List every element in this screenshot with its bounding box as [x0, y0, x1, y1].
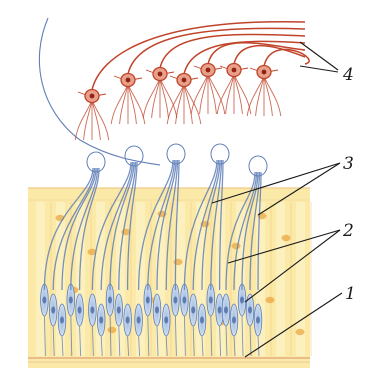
receptor-nucleus [224, 307, 228, 314]
neuron-nucleus [232, 68, 237, 73]
neuron-nucleus [90, 94, 95, 99]
dendrite [176, 84, 184, 124]
label-4: 4 [342, 65, 354, 85]
receptor-nucleus [108, 297, 112, 304]
neuron-nucleus [182, 78, 187, 83]
pyramidal-neuron-icon [143, 68, 177, 119]
receptor-nucleus [200, 317, 204, 324]
axon [264, 49, 309, 66]
dendrite [167, 84, 184, 124]
dendrite [160, 78, 177, 118]
pyramidal-neuron-icon [111, 74, 145, 125]
pyramidal-neuron-icon [75, 90, 109, 141]
pyramidal-neuron-icon [217, 64, 251, 115]
tissue-nucleus [232, 243, 241, 249]
pyramidal-neuron-icon [247, 66, 281, 117]
dendrite [234, 74, 251, 114]
dendrite [264, 76, 272, 116]
receptor-nucleus [191, 307, 195, 314]
dendrite [234, 74, 242, 114]
dendrite [256, 76, 264, 116]
tissue-nucleus [296, 329, 305, 335]
dendrite [92, 100, 100, 140]
receptor-nucleus [60, 317, 64, 324]
receptor-nucleus [155, 307, 159, 314]
tissue-nucleus [266, 297, 275, 303]
dendrite [191, 74, 208, 114]
dendrite [217, 74, 234, 114]
receptor-nucleus [256, 317, 260, 324]
dendrite [226, 74, 234, 114]
tissue-nucleus [174, 259, 183, 265]
receptor-nucleus [240, 297, 244, 304]
dendrite [75, 100, 92, 140]
receptor-nucleus [117, 307, 121, 314]
receptor-nucleus [126, 317, 130, 324]
label-2: 2 [342, 221, 354, 241]
dendrite [111, 84, 128, 124]
receptor-nucleus [173, 297, 177, 304]
receptor-nucleus [51, 307, 55, 314]
dendrite [264, 76, 281, 116]
tissue-column [36, 202, 45, 356]
dendrite [84, 100, 92, 140]
receptor-nucleus [137, 317, 141, 324]
label-1: 1 [345, 284, 356, 304]
pyramidal-neuron-icon [191, 64, 225, 115]
tissue-nucleus [108, 327, 117, 333]
dendrite [160, 78, 168, 118]
tissue-column [276, 202, 285, 356]
neuron-nucleus [126, 78, 131, 83]
dendrite [184, 84, 201, 124]
receptor-nucleus [218, 307, 222, 314]
dendrite [143, 78, 160, 118]
neurons [75, 64, 281, 141]
dendrite [128, 84, 136, 124]
receptor-nucleus [146, 297, 150, 304]
dendrite [208, 74, 216, 114]
dendrite [120, 84, 128, 124]
dendrite [92, 100, 109, 140]
receptor-nucleus [99, 317, 103, 324]
dendrite [152, 78, 160, 118]
dendrite [200, 74, 208, 114]
receptor-nucleus [42, 297, 46, 304]
neuron-nucleus [158, 72, 163, 77]
receptor-nucleus [232, 317, 236, 324]
receptor-nucleus [248, 307, 252, 314]
neuron-nucleus [262, 70, 267, 75]
neuron-nucleus [206, 68, 211, 73]
dendrite [184, 84, 192, 124]
label-3: 3 [343, 154, 354, 174]
tissue-column [236, 202, 245, 356]
tissue-nucleus [282, 235, 291, 241]
receptor-nucleus [90, 307, 94, 314]
receptor-nucleus [209, 297, 213, 304]
tissue-column [176, 202, 185, 356]
receptor-nucleus [164, 317, 168, 324]
dendrite [208, 74, 225, 114]
left-fiber [39, 18, 160, 165]
axon [160, 35, 305, 68]
receptor-nucleus [182, 297, 186, 304]
dendrite [128, 84, 145, 124]
receptor-nucleus [69, 297, 73, 304]
receptor-nucleus [78, 307, 82, 314]
